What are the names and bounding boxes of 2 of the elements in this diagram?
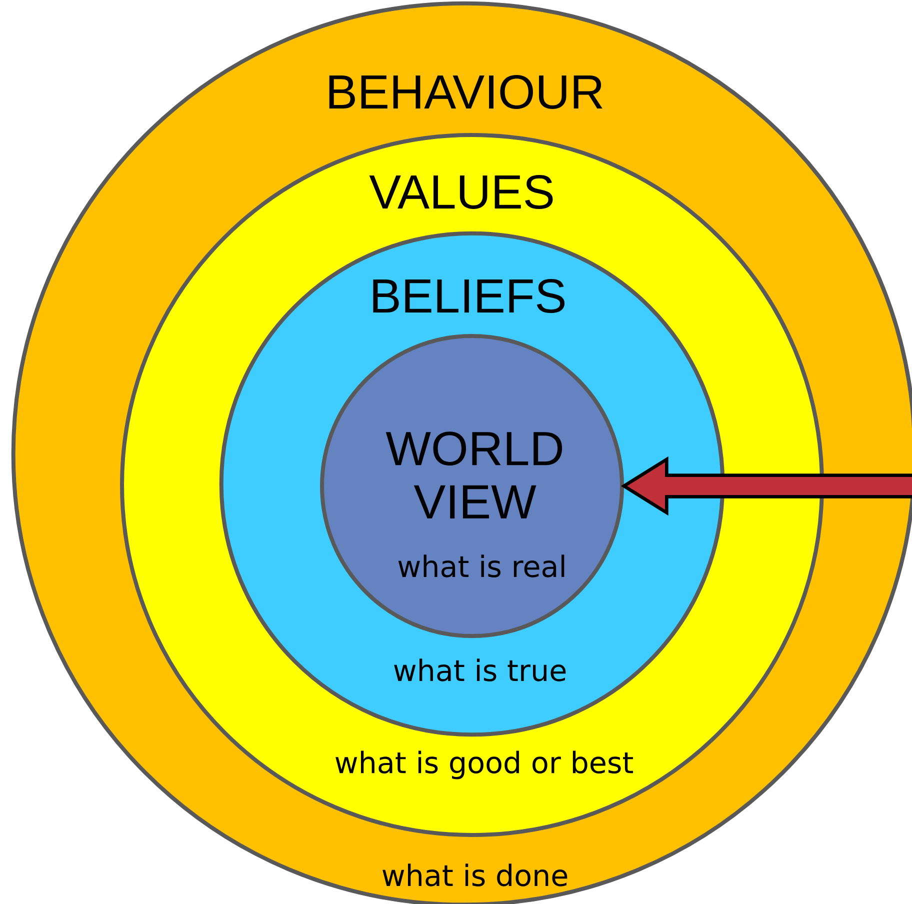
ring: WORLD VIEW what is real xyxy=(320,334,624,638)
arrow xyxy=(620,456,912,516)
